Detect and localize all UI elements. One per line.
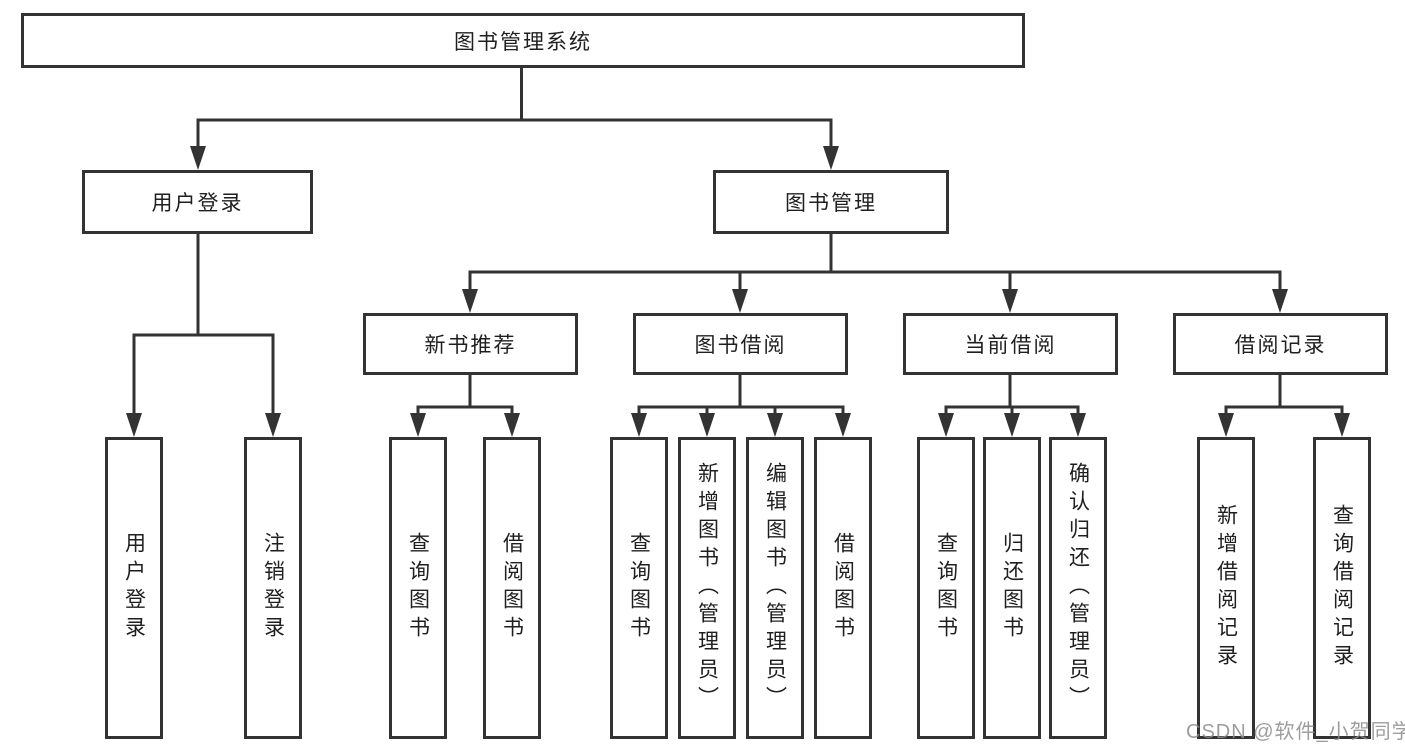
arrowhead-cb-return: [1004, 413, 1020, 437]
arrowhead-nb-borrow: [504, 413, 520, 437]
arrowhead-bb-add: [699, 413, 715, 437]
leaf-cb-query-books-label: 查询图书: [934, 532, 958, 644]
node-current-borrowing-label: 当前借阅: [964, 334, 1057, 357]
leaf-nb-borrow-books: 借阅图书: [483, 437, 541, 739]
leaf-cb-return-books-label: 归还图书: [1000, 532, 1024, 644]
arrowhead-cb-query: [938, 413, 954, 437]
arrowhead-rec-add: [1218, 413, 1234, 437]
csdn-watermark: CSDN @软件_小贺同学: [1186, 721, 1405, 743]
leaf-bb-query-books-label: 查询图书: [627, 532, 651, 644]
node-new-book-recommend-label: 新书推荐: [424, 334, 517, 357]
node-library-system-label: 图书管理系统: [454, 30, 592, 54]
node-library-system: 图书管理系统: [21, 13, 1025, 68]
arrowhead-user-login: [190, 146, 206, 170]
arrowhead-records: [1272, 289, 1288, 313]
node-new-book-recommend: 新书推荐: [363, 313, 578, 375]
leaf-bb-borrow-books: 借阅图书: [814, 437, 872, 739]
arrowhead-borrowing: [732, 289, 748, 313]
leaf-bb-add-books-admin-label: 新增图书（管理员）: [695, 462, 719, 714]
node-borrowing-records-label: 借阅记录: [1234, 334, 1327, 357]
leaf-user-login: 用户登录: [105, 437, 163, 739]
node-user-login-label: 用户登录: [151, 192, 244, 215]
arrowhead-logout: [265, 413, 281, 437]
arrowhead-new-books: [462, 289, 478, 313]
leaf-nb-query-books-label: 查询图书: [406, 532, 430, 644]
leaf-rec-add-record-label: 新增借阅记录: [1214, 504, 1238, 672]
leaf-bb-borrow-books-label: 借阅图书: [831, 532, 855, 644]
arrowhead-rec-query: [1334, 413, 1350, 437]
node-book-management-label: 图书管理: [785, 192, 877, 215]
arrowhead-current: [1002, 289, 1018, 313]
node-current-borrowing: 当前借阅: [903, 313, 1118, 375]
node-borrowing-records: 借阅记录: [1173, 313, 1388, 375]
leaf-bb-query-books: 查询图书: [610, 437, 668, 739]
arrowhead-login: [126, 413, 142, 437]
arrowhead-bb-edit: [767, 413, 783, 437]
leaf-logout-label: 注销登录: [261, 532, 285, 644]
arrowhead-bb-borrow: [835, 413, 851, 437]
leaf-bb-edit-books-admin: 编辑图书（管理员）: [746, 437, 804, 739]
leaf-cb-confirm-return-admin-label: 确认归还（管理员）: [1066, 462, 1090, 714]
node-book-borrowing-label: 图书借阅: [694, 334, 787, 357]
leaf-user-login-label: 用户登录: [122, 532, 146, 644]
leaf-bb-edit-books-admin-label: 编辑图书（管理员）: [763, 462, 787, 714]
leaf-nb-query-books: 查询图书: [389, 437, 447, 739]
leaf-rec-query-record-label: 查询借阅记录: [1330, 504, 1354, 672]
leaf-rec-add-record: 新增借阅记录: [1197, 437, 1255, 739]
leaf-cb-confirm-return-admin: 确认归还（管理员）: [1049, 437, 1107, 739]
arrowhead-bb-query: [631, 413, 647, 437]
leaf-rec-query-record: 查询借阅记录: [1313, 437, 1371, 739]
node-user-login: 用户登录: [82, 170, 313, 234]
node-book-management: 图书管理: [713, 170, 949, 234]
leaf-cb-return-books: 归还图书: [983, 437, 1041, 739]
leaf-logout: 注销登录: [244, 437, 302, 739]
node-book-borrowing: 图书借阅: [633, 313, 848, 375]
arrowhead-nb-query: [410, 413, 426, 437]
leaf-cb-query-books: 查询图书: [917, 437, 975, 739]
arrowhead-cb-confirm: [1070, 413, 1086, 437]
leaf-nb-borrow-books-label: 借阅图书: [500, 532, 524, 644]
leaf-bb-add-books-admin: 新增图书（管理员）: [678, 437, 736, 739]
arrowhead-book-mgmt: [823, 146, 839, 170]
